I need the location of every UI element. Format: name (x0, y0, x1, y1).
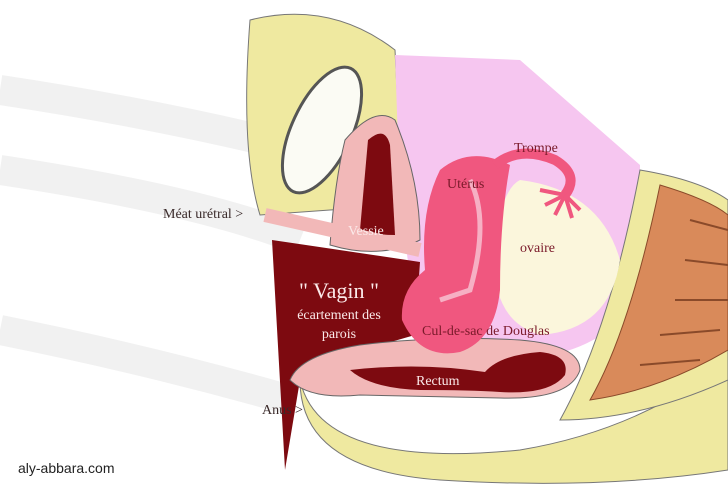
urethra (263, 208, 422, 257)
spine-stripes (639, 219, 728, 366)
label-parois: parois (322, 327, 356, 342)
uterine-cavity (439, 178, 483, 303)
fallopian-tube (491, 148, 576, 198)
rectum-cavity (350, 352, 566, 393)
label-cul-de-sac-douglas: Cul-de-sac de Douglas (422, 324, 550, 339)
label-ovaire: ovaire (520, 241, 555, 256)
bladder-cavity (360, 133, 395, 235)
label-vessie: Vessie (348, 224, 384, 239)
site-credit: aly-abbara.com (18, 460, 115, 476)
label-uterus: Utérus (447, 177, 484, 192)
label-ecartement: écartement des (297, 308, 381, 323)
uterus (401, 156, 510, 354)
fimbriae (539, 188, 582, 219)
label-anus: Anus > (262, 403, 303, 418)
label-vagin: " Vagin " (299, 278, 379, 303)
label-rectum: Rectum (416, 374, 460, 389)
perineum-tissue (299, 359, 728, 484)
label-trompe: Trompe (514, 141, 558, 156)
ovary (494, 180, 620, 335)
spine-muscle (589, 184, 728, 401)
label-meat-uretral: Méat urétral > (163, 207, 243, 222)
